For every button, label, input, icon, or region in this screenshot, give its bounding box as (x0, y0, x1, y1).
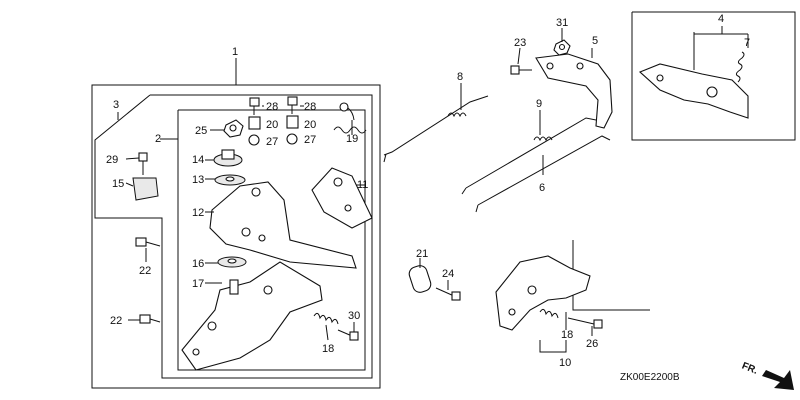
callout-29: 29 (106, 154, 118, 166)
bolt-26 (567, 317, 603, 329)
callout-10: 10 (559, 357, 571, 369)
callout-14: 14 (192, 154, 204, 166)
washer-13 (214, 174, 246, 186)
group-frames (91, 11, 796, 389)
rod-8 (383, 95, 489, 163)
callout-27-b: 27 (304, 134, 316, 146)
callout-16: 16 (192, 258, 204, 270)
spring-19 (333, 102, 367, 134)
callout-20-a: 20 (266, 119, 278, 131)
callout-31: 31 (556, 17, 568, 29)
callout-1: 1 (232, 46, 238, 58)
callout-24: 24 (442, 268, 454, 280)
callout-28-a: 28 (266, 101, 278, 113)
callout-15: 15 (112, 178, 124, 190)
nut-31 (553, 39, 571, 56)
callout-12: 12 (192, 207, 204, 219)
callout-28-b: 28 (304, 101, 316, 113)
callout-18-left: 18 (322, 343, 334, 355)
callout-23: 23 (514, 37, 526, 49)
callout-22-a: 22 (139, 265, 151, 277)
callout-30: 30 (348, 310, 360, 322)
spring-7 (735, 51, 745, 83)
bolt-24 (435, 287, 461, 301)
callout-9: 9 (536, 98, 542, 110)
callout-22-b: 22 (110, 315, 122, 327)
collars-20 (248, 115, 299, 130)
clips-27 (248, 133, 298, 146)
callout-2: 2 (155, 133, 161, 145)
spring-18-right (539, 308, 559, 319)
rod-6 (475, 135, 611, 213)
nut-25 (223, 119, 244, 138)
pin-21 (408, 265, 432, 293)
callout-27-a: 27 (266, 136, 278, 148)
rod-9 (461, 117, 597, 195)
middle-rod-parts (383, 95, 611, 301)
callout-20-b: 20 (304, 119, 316, 131)
callout-3: 3 (113, 99, 119, 111)
callout-13: 13 (192, 174, 204, 186)
left-assembly-parts (132, 96, 373, 371)
callout-7: 7 (744, 37, 750, 49)
diagram-code: ZK00E2200B (620, 372, 680, 383)
top-right-parts (510, 39, 749, 129)
callout-26: 26 (586, 338, 598, 350)
bolts-28 (249, 96, 298, 115)
bracket-plate-12 (209, 181, 357, 269)
callout-11: 11 (357, 179, 368, 191)
lever-11 (311, 167, 373, 229)
spring-18-left (313, 312, 339, 325)
clip-15 (132, 177, 159, 201)
bolts-22 (135, 237, 161, 324)
direction-label: FR. (740, 361, 759, 377)
callout-5: 5 (592, 35, 598, 47)
direction-arrow-icon (762, 370, 794, 390)
bolt-29 (138, 152, 148, 175)
lever-assembly-4 (638, 63, 749, 119)
washer-16 (217, 256, 247, 268)
callout-labels: 1 2 3 4 5 6 7 8 9 10 11 12 13 14 15 16 1… (106, 13, 750, 369)
callout-8: 8 (457, 71, 463, 83)
callout-4: 4 (718, 13, 724, 25)
bolt-23 (510, 65, 532, 75)
washer-14 (213, 149, 243, 167)
callout-18-right: 18 (561, 329, 573, 341)
bottom-right-parts (495, 255, 603, 331)
lever-bracket-5 (535, 53, 613, 129)
callout-19: 19 (346, 133, 358, 145)
base-plate-17 (181, 261, 323, 371)
bracket-10 (495, 255, 591, 331)
callout-6: 6 (539, 182, 545, 194)
callout-21: 21 (416, 248, 428, 260)
callout-17: 17 (192, 278, 204, 290)
callout-25: 25 (195, 125, 207, 137)
bolt-30 (337, 329, 359, 341)
direction-indicator: FR. (740, 361, 794, 390)
leader-lines (117, 26, 749, 353)
